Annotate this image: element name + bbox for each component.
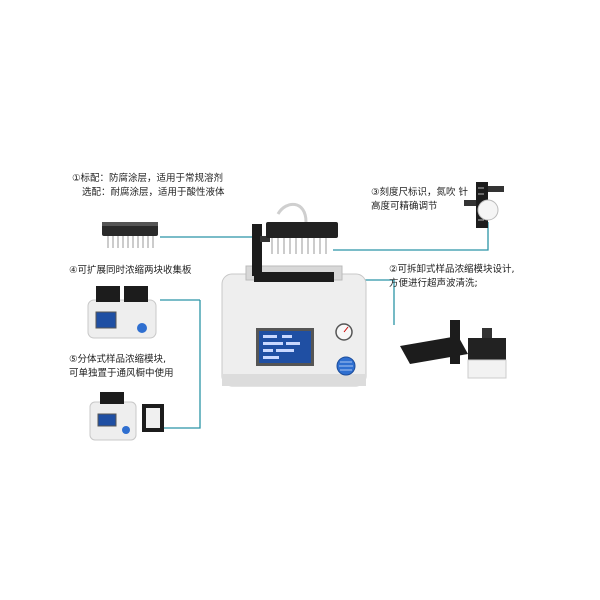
caption-4: ④可扩展同时浓缩两块收集板 <box>69 264 192 278</box>
nitrogen-evaporator-main-icon <box>221 203 367 387</box>
caption-3-line-2: 高度可精确调节 <box>371 201 438 212</box>
caption-2: ②可拆卸式样品浓缩模块设计, 方便进行超声波清洗; <box>389 263 515 291</box>
caption-3-line-1: ③刻度尺标识，氮吹 针 <box>371 187 469 198</box>
caption-2-line-2: 方便进行超声波清洗; <box>389 278 478 289</box>
dual-plate-evaporator-icon <box>87 286 157 339</box>
caption-5-line-2: 可单独置于通风橱中使用 <box>69 368 174 379</box>
detached-concentration-module-icon <box>400 320 507 379</box>
caption-1-line-2: 选配：耐腐涂层，适用于酸性液体 <box>82 187 225 198</box>
leader-line-5 <box>160 300 201 429</box>
caption-1: ①标配：防腐涂层，适用于常规溶剂 选配：耐腐涂层，适用于酸性液体 <box>72 172 225 200</box>
split-type-evaporator-icon <box>89 392 164 441</box>
caption-5-line-1: ⑤分体式样品浓缩模块, <box>69 354 167 365</box>
leader-line-3 <box>333 222 489 251</box>
caption-3: ③刻度尺标识，氮吹 针 高度可精确调节 <box>371 186 468 214</box>
caption-5: ⑤分体式样品浓缩模块, 可单独置于通风橱中使用 <box>69 353 174 381</box>
caption-2-line-1: ②可拆卸式样品浓缩模块设计, <box>389 264 515 275</box>
ruler-scale-closeup-icon <box>464 182 504 228</box>
caption-4-line-1: ④可扩展同时浓缩两块收集板 <box>69 265 192 276</box>
needle-manifold-module-icon <box>102 222 158 248</box>
caption-1-line-1: ①标配：防腐涂层，适用于常规溶剂 <box>72 173 224 184</box>
